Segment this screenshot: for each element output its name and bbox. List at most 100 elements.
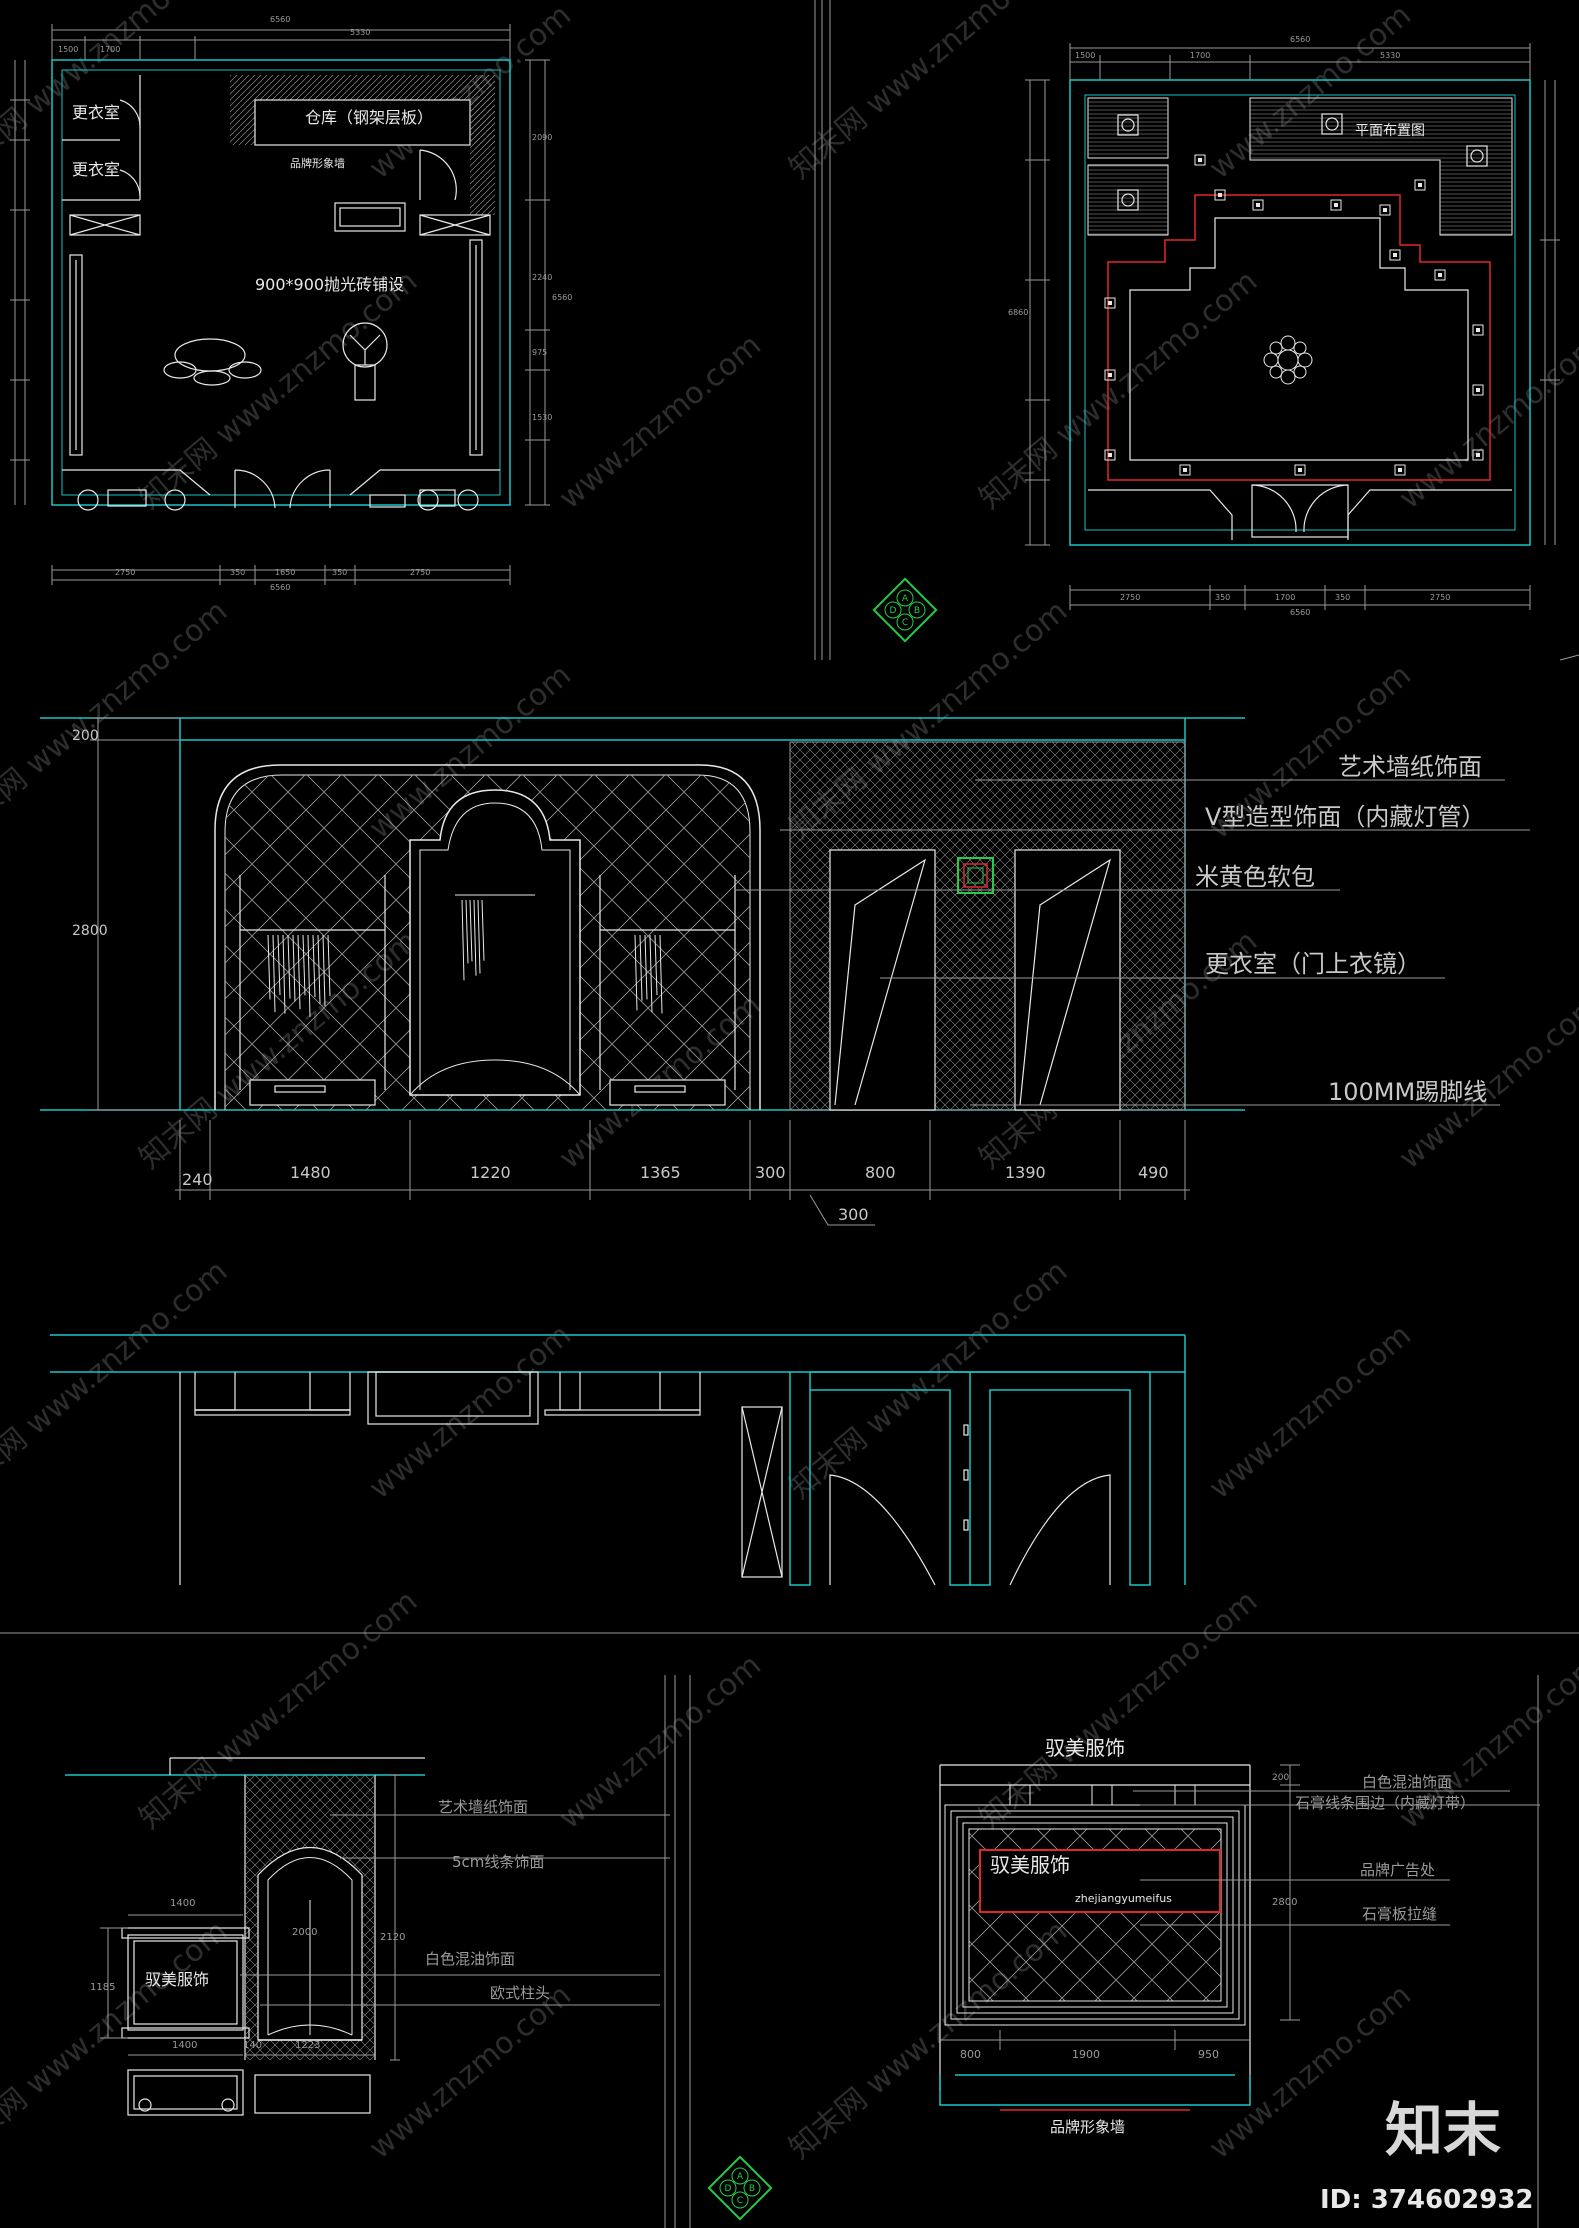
plan1-dim-top-a: 1500 [58, 45, 78, 54]
downlight-icon [1330, 199, 1342, 211]
plan2-dim-bottom-a: 2750 [1120, 593, 1140, 602]
downlight-icon [1294, 464, 1306, 476]
garment-mark [465, 899, 469, 964]
watermark-text: 知末网 www.znzmo.com [133, 264, 424, 516]
downlight-icon [1252, 199, 1264, 211]
detail-right-dim-height: 2800 [1272, 1897, 1297, 1908]
garment-mark [469, 899, 473, 962]
garment-mark [634, 934, 638, 1011]
brand-id: ID: 374602932 [1320, 2185, 1534, 2215]
watermark-text: www.znzmo.com [553, 328, 768, 517]
plan1-dim-right-total: 6560 [552, 293, 572, 302]
watermark-text: 知末网 www.znzmo.com [0, 1254, 234, 1506]
plan1-dim-bottom-total: 6560 [270, 583, 290, 592]
elevation-callouts: 艺术墙纸饰面 V型造型饰面（内藏灯管） 米黄色软包 更衣室（门上衣镜） 100M… [1195, 753, 1487, 1106]
plan2-dim-bottom-c: 1700 [1275, 593, 1295, 602]
plan1-dim-bottom-c: 1650 [275, 568, 295, 577]
detail-left-callout-molding: 5cm线条饰面 [452, 1853, 544, 1871]
garment-mark [317, 934, 321, 1004]
plan1-dim-top-b: 1700 [100, 45, 120, 54]
plan2-dim-top-c: 5330 [1380, 51, 1400, 60]
plan2-dim-bottom-total: 6560 [1290, 608, 1310, 617]
detail-left [65, 1757, 670, 2116]
detail-right-dim-top: 200 [1272, 1773, 1289, 1783]
watermark-text: www.znzmo.com [1203, 1318, 1418, 1507]
plan1-dim-right-c: 975 [532, 348, 547, 357]
elevation-dims: 200 2800 240 1480 1220 1365 300 800 1390… [72, 728, 1169, 1224]
detail-right-title: 驭美服饰 [1045, 1736, 1125, 1760]
garment-mark [297, 934, 301, 1010]
garment-mark [302, 934, 306, 996]
callout-v-shape: V型造型饰面（内藏灯管） [1205, 803, 1485, 831]
elevation-dim-3: 1220 [470, 1163, 511, 1182]
downlight-icon [1379, 204, 1391, 216]
detail-left-callout-wallpaper: 艺术墙纸饰面 [438, 1798, 528, 1816]
downlight-icon [1472, 384, 1484, 396]
downlight-icon [1214, 189, 1226, 201]
garment-mark [639, 934, 643, 1001]
plan2-dim-top-total: 6560 [1290, 35, 1310, 44]
section-plan [50, 1334, 1186, 1586]
section-legend-top: A B C D [872, 577, 938, 643]
detail-left-dim-width-bottom: 1400 [172, 2040, 197, 2051]
elevation-dim-extra: 300 [838, 1205, 869, 1224]
plan1-label-brand-wall: 品牌形象墙 [290, 156, 345, 170]
elevation-dim-5: 300 [755, 1163, 786, 1182]
watermark-text: 知末网 www.znzmo.com [0, 594, 234, 846]
downlight-icon [1434, 269, 1446, 281]
plan2-dim-left-total: 6860 [1008, 308, 1028, 317]
garment-mark [461, 899, 465, 981]
downlight-icon [1414, 179, 1426, 191]
garment-mark [644, 934, 648, 1000]
plan1-dim-top-c: 5330 [350, 28, 370, 37]
watermark-text: 知末网 www.znzmo.com [0, 0, 234, 186]
plan1-label-storage: 仓库（钢架层板） [305, 108, 433, 127]
garment-mark [307, 934, 311, 1017]
plan2-dim-bottom-b: 350 [1215, 593, 1230, 602]
detail-left-dim-height: 1185 [90, 1982, 115, 1993]
elevation-dim-6: 800 [865, 1163, 896, 1182]
detail-right-callout-ad-area: 品牌广告处 [1360, 1861, 1435, 1879]
downlight-icon [1194, 154, 1206, 166]
garment-mark [272, 934, 276, 1013]
garment-mark [312, 934, 316, 998]
garment-mark [292, 934, 296, 1002]
detail-right-callout-gypsum-seam: 石膏板拉缝 [1362, 1905, 1437, 1923]
detail-left-dim-cabinet: 1223 [295, 2040, 320, 2051]
wall-elevation [40, 717, 1530, 1226]
plan2-dim-top-a: 1500 [1075, 51, 1095, 60]
section-legend-bottom: A B C D [707, 2155, 773, 2221]
legend-top-b: B [914, 606, 920, 616]
elevation-dim-7: 1390 [1005, 1163, 1046, 1182]
plan2-dim-bottom-e: 2750 [1430, 593, 1450, 602]
detail-right [939, 1764, 1540, 2111]
plan2-dim-bottom-d: 350 [1335, 593, 1350, 602]
elevation-dim-height: 2800 [72, 923, 108, 939]
detail-right-callout-white-paint: 白色混油饰面 [1362, 1773, 1452, 1791]
detail-left-callout-white-paint: 白色混油饰面 [425, 1950, 515, 1968]
watermark-text: www.znzmo.com [553, 1648, 768, 1837]
garment-mark [659, 934, 663, 1014]
plan1-label-floor-tile: 900*900抛光砖铺设 [255, 275, 404, 294]
garment-mark [267, 934, 271, 1000]
plan1-label-fitting-room-1: 更衣室 [72, 103, 120, 122]
plan1-label-fitting-room-2: 更衣室 [72, 160, 120, 179]
legend-bottom-a: A [737, 2172, 744, 2182]
plan2-dim-top-b: 1700 [1190, 51, 1210, 60]
legend-top-a: A [902, 594, 909, 604]
legend-bottom-b: B [749, 2184, 755, 2194]
downlight-icon [1179, 464, 1191, 476]
downlight-icon [1104, 297, 1116, 309]
elevation-dim-top: 200 [72, 728, 99, 744]
callout-beige-soft-panel: 米黄色软包 [1195, 863, 1315, 891]
garment-mark [473, 899, 477, 976]
plan1-dim-right-a: 2090 [532, 133, 552, 142]
garment-mark [277, 934, 281, 996]
garment-mark [654, 934, 658, 996]
detail-right-dim-a: 800 [960, 2048, 981, 2061]
detail-right-caption: 品牌形象墙 [1050, 2118, 1125, 2136]
brand-logo: 知末 [1385, 2096, 1501, 2164]
detail-right-text: 驭美服饰 驭美服饰 zhejiangyumeifus 白色混油饰面 石膏线条围边… [960, 1736, 1475, 2136]
